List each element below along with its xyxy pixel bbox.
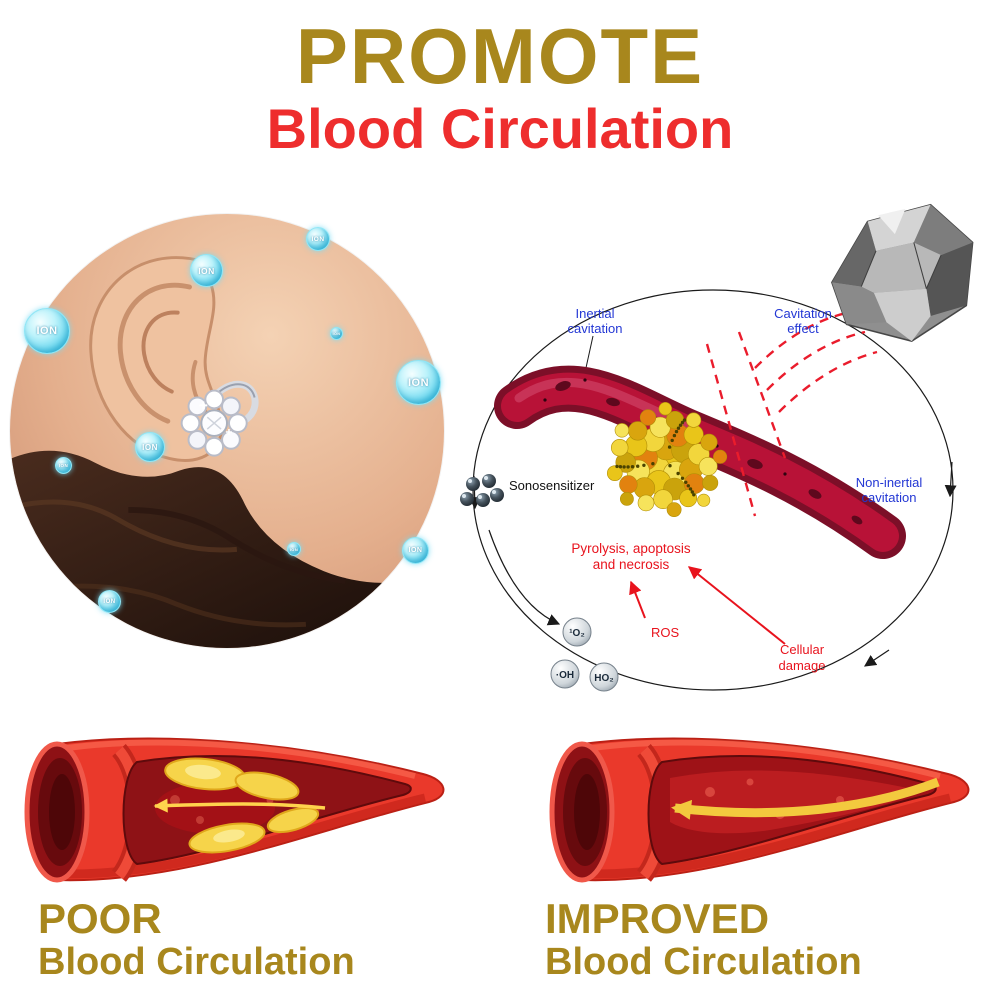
- cellular-damage-label: damage: [779, 658, 826, 673]
- ion-label: ION: [408, 547, 423, 554]
- ion-label: ION: [103, 598, 116, 605]
- ros-to-pyrolysis-arrow: [629, 580, 646, 619]
- cellular-damage-label: Cellular: [780, 642, 825, 657]
- germanium-stone: [813, 190, 981, 358]
- clear-vessel-art: [549, 737, 970, 883]
- ion-bubble: ION: [287, 542, 301, 556]
- inertial-cavitation-label: Inertial: [575, 306, 614, 321]
- inertial-cavitation-label: cavitation: [568, 321, 623, 336]
- improved-title: IMPROVED: [545, 895, 770, 942]
- improved-subtitle: Blood Circulation: [545, 941, 862, 984]
- hydroperoxyl-label: HO₂: [594, 673, 613, 684]
- improved-circulation-vessel: [540, 722, 990, 907]
- ion-bubble: ION: [396, 360, 441, 405]
- clogged-vessel-art: [24, 737, 445, 883]
- tumor-cluster: [606, 401, 728, 517]
- ion-bubble: ION: [402, 537, 429, 564]
- ion-bubble: ION: [135, 432, 165, 462]
- smooth-flow-arrow: [671, 777, 940, 820]
- cavitation-effect-label: effect: [787, 321, 819, 336]
- cycle-arrow-right: [944, 461, 957, 498]
- hydroxyl-label: ·OH: [556, 670, 574, 681]
- pyrolysis-label: and necrosis: [593, 557, 670, 572]
- poor-title: POOR: [38, 895, 162, 942]
- ear-photo: [10, 214, 444, 648]
- improved-circulation-caption: IMPROVED Blood Circulation: [545, 895, 862, 984]
- ros-spheres: ¹O₂ ·OH HO₂: [550, 617, 619, 692]
- ear-photo-art: [10, 214, 444, 648]
- ros-label: ROS: [651, 625, 680, 640]
- poor-circulation-caption: POOR Blood Circulation: [38, 895, 355, 984]
- restricted-flow-arrow: [153, 798, 326, 813]
- stone-art: [831, 203, 974, 343]
- cavitation-effect-label: Cavitation: [774, 306, 832, 321]
- page-title: PROMOTE: [295, 12, 705, 100]
- ion-bubble: ION: [330, 327, 343, 340]
- sonodynamic-diagram: Sonosensitizer ¹O₂ ·OH HO₂ ROS Inertial …: [455, 268, 975, 713]
- damage-to-pyrolysis-arrow: [687, 566, 786, 645]
- ion-bubble: ION: [190, 254, 223, 287]
- diagram-art: Sonosensitizer ¹O₂ ·OH HO₂ ROS Inertial …: [460, 289, 957, 692]
- page-subtitle: Blood Circulation: [266, 96, 734, 160]
- ion-bubble: ION: [98, 590, 121, 613]
- ion-label: ION: [289, 546, 299, 552]
- pyrolysis-label: Pyrolysis, apoptosis: [571, 541, 691, 556]
- sonosensitizer-label: Sonosensitizer: [509, 478, 595, 493]
- ion-label: ION: [198, 265, 215, 276]
- poor-circulation-vessel: [15, 722, 465, 907]
- ion-bubble: ION: [306, 227, 330, 251]
- ion-bubble: ION: [24, 308, 70, 354]
- ultrasound-waves: [705, 310, 878, 517]
- ion-bubble: ION: [55, 457, 72, 474]
- plaque-deposits: [164, 757, 320, 854]
- singlet-oxygen-label: ¹O₂: [569, 628, 585, 639]
- header: PROMOTE Blood Circulation: [0, 12, 1000, 160]
- ion-label: ION: [142, 442, 158, 452]
- non-inertial-cavitation-label: cavitation: [862, 490, 917, 505]
- sonosensitizer-to-ros-arrow: [488, 529, 561, 626]
- poor-subtitle: Blood Circulation: [38, 941, 355, 984]
- sonosensitizer-particles: [460, 474, 504, 507]
- ion-label: ION: [36, 325, 58, 337]
- ion-label: ION: [407, 376, 430, 389]
- cycle-arrow-bottom: [864, 649, 890, 667]
- ion-label: ION: [311, 235, 325, 243]
- non-inertial-cavitation-label: Non-inertial: [856, 475, 923, 490]
- ion-label: ION: [58, 463, 69, 468]
- crystal-earring: [180, 380, 259, 457]
- ion-label: ION: [332, 331, 341, 336]
